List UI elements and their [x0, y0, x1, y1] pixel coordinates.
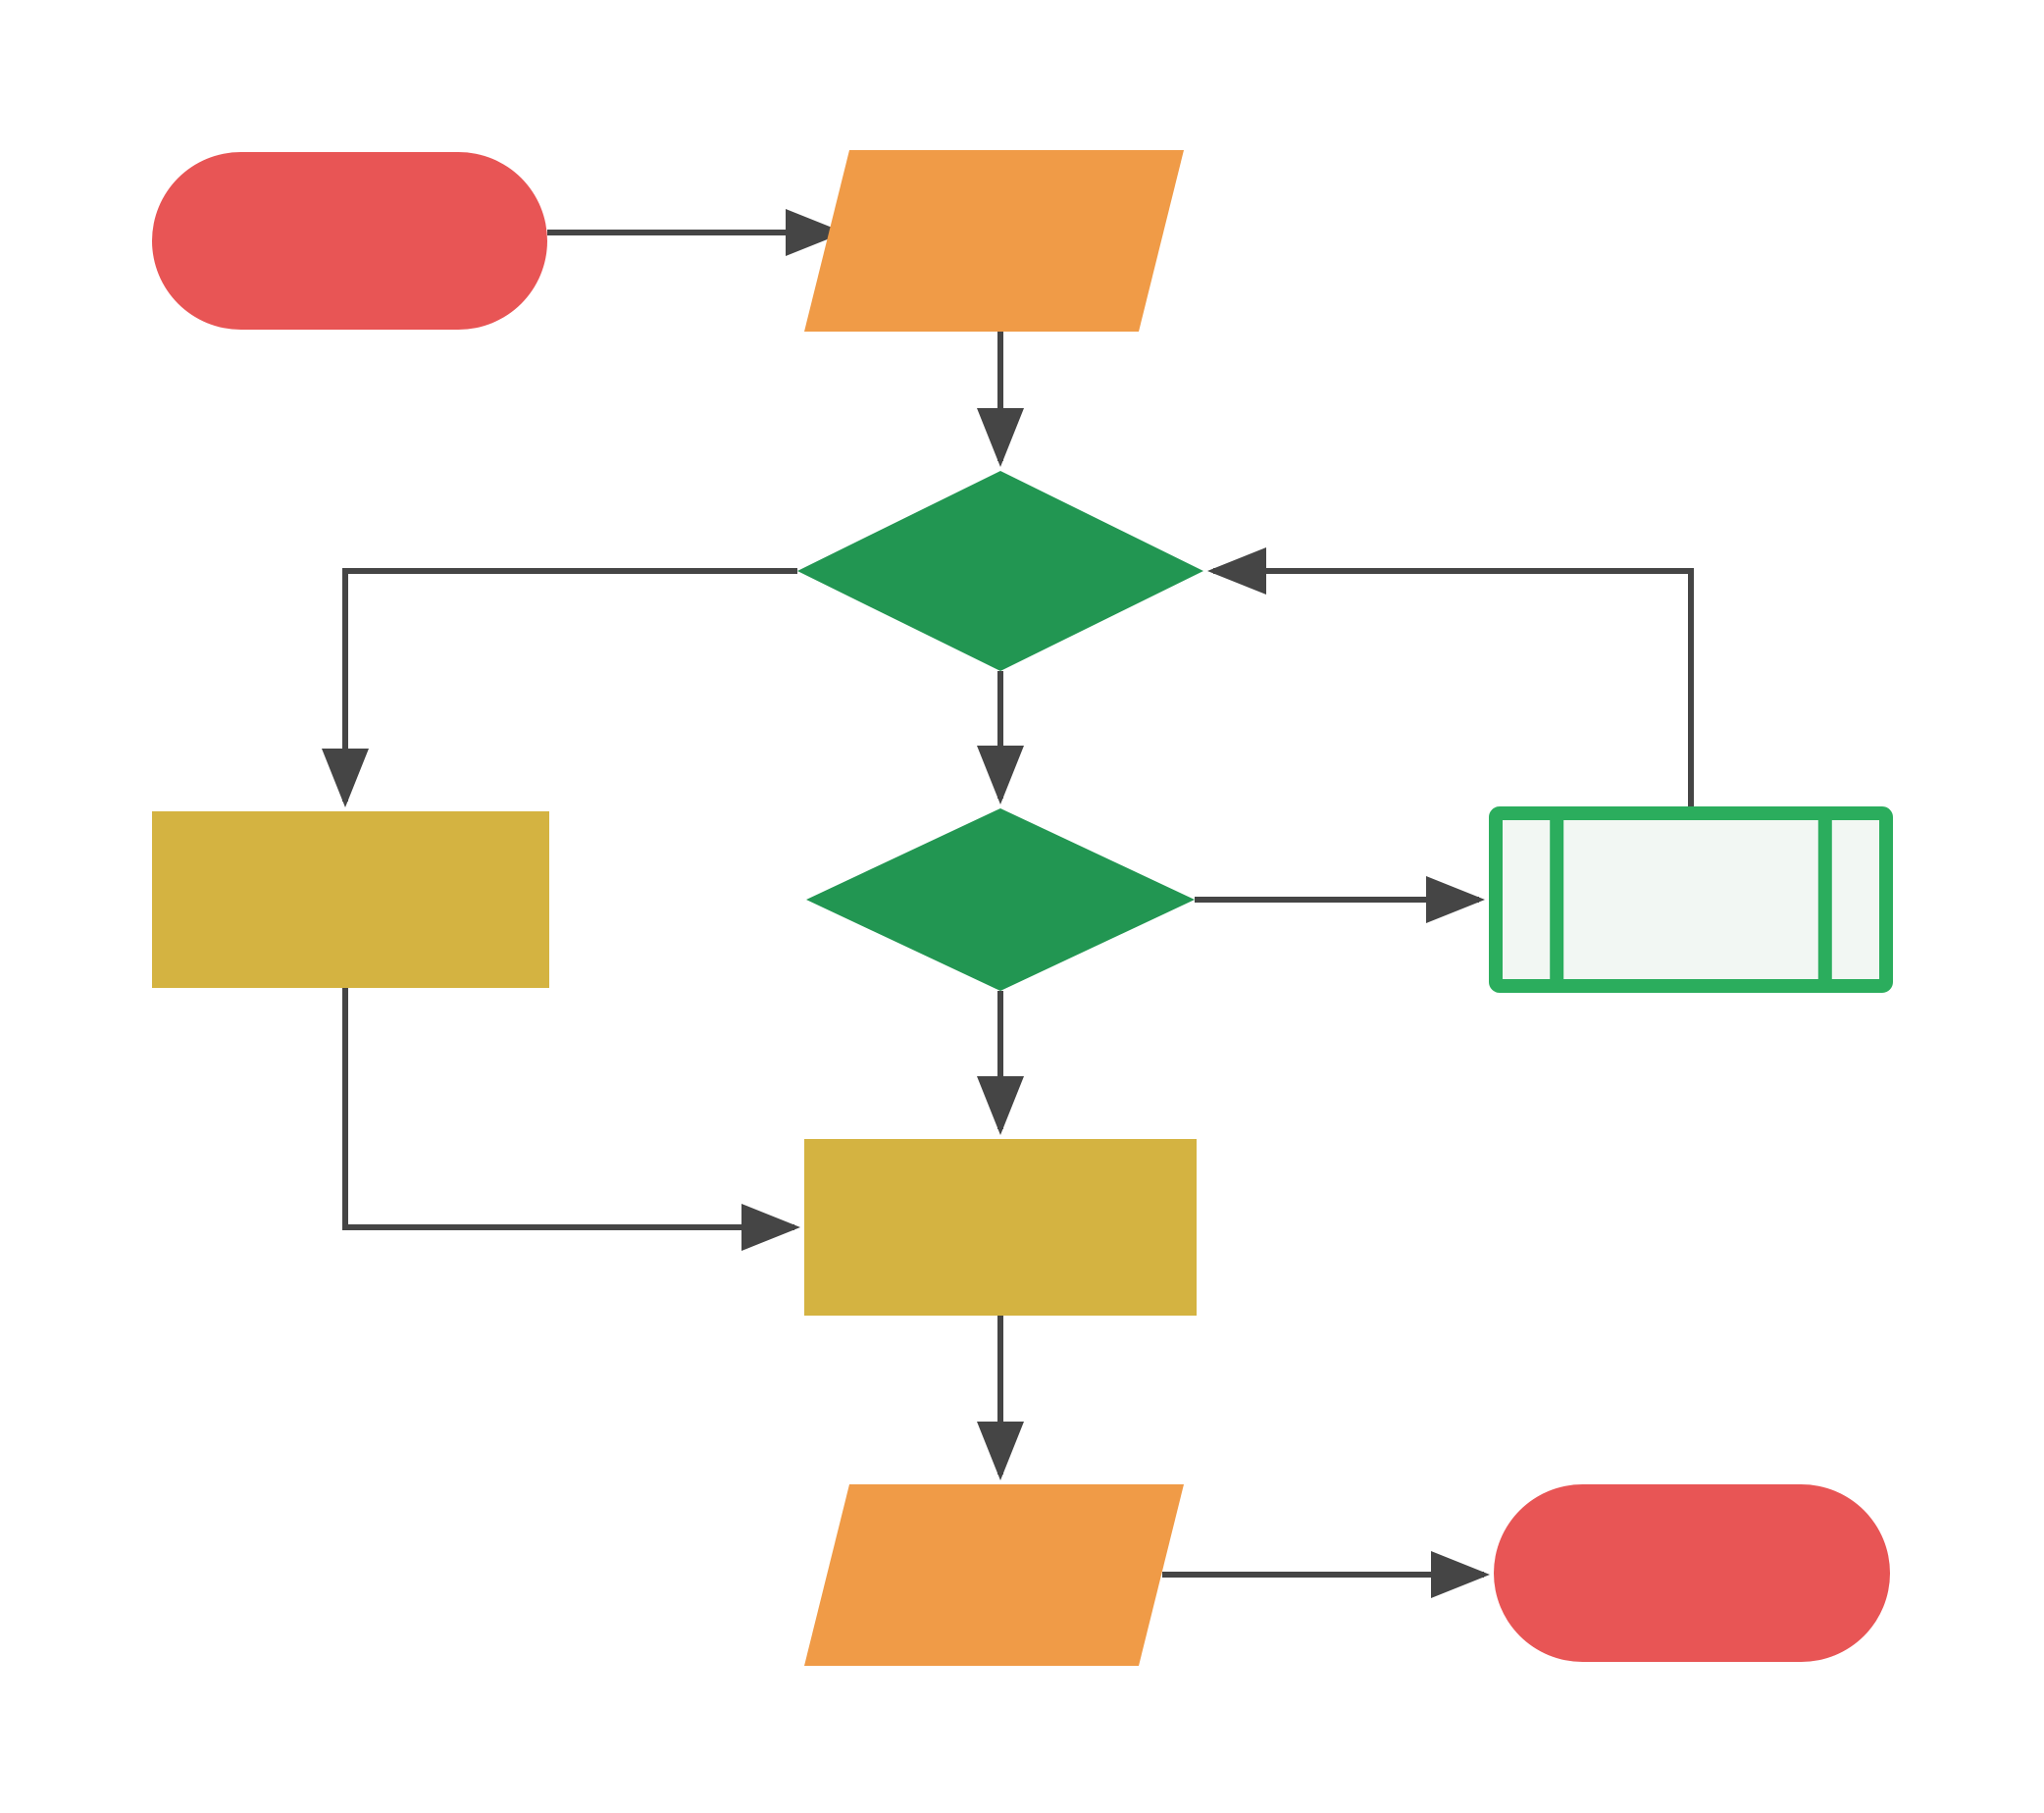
terminator-shape	[1494, 1484, 1890, 1662]
node-process-left[interactable]	[152, 811, 549, 988]
node-process-merge[interactable]	[804, 1139, 1197, 1316]
nodes-layer	[152, 150, 1893, 1666]
terminator-shape	[152, 152, 547, 330]
node-output[interactable]	[804, 1484, 1184, 1666]
predefined-process-body	[1489, 806, 1893, 993]
connector-e-processleft-processmerge[interactable]	[342, 988, 800, 1251]
rectangle-shape	[152, 811, 549, 988]
node-decision-2[interactable]	[806, 808, 1195, 991]
parallelogram-shape	[804, 1484, 1184, 1666]
connector-e-decision1-processleft[interactable]	[322, 568, 797, 807]
connector-e-subroutine-decision1[interactable]	[1207, 547, 1694, 806]
node-subroutine[interactable]	[1489, 806, 1893, 993]
diamond-shape	[797, 471, 1203, 671]
node-input[interactable]	[804, 150, 1184, 332]
node-decision-1[interactable]	[797, 471, 1203, 671]
rectangle-shape	[804, 1139, 1197, 1316]
diamond-shape	[806, 808, 1195, 991]
node-end[interactable]	[1494, 1484, 1890, 1662]
parallelogram-shape	[804, 150, 1184, 332]
edges-layer	[322, 209, 1694, 1598]
node-start[interactable]	[152, 152, 547, 330]
